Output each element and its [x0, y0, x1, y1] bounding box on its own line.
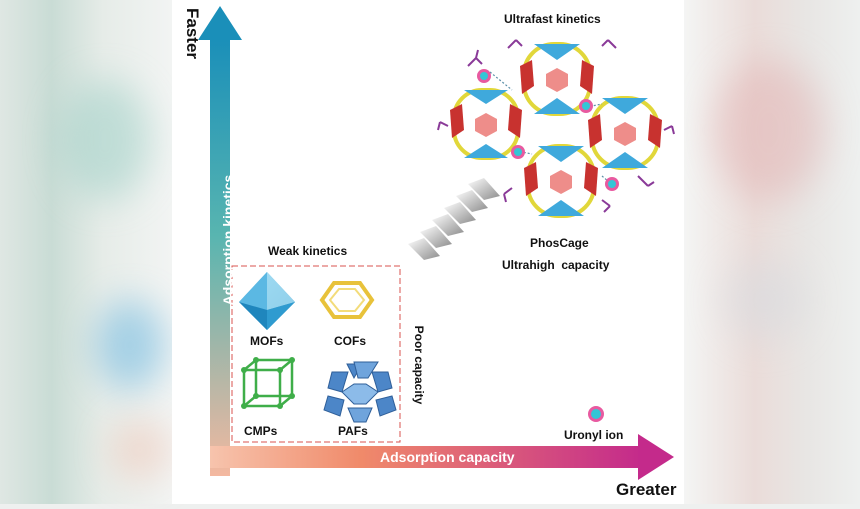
- mof-octahedron-icon: [239, 272, 295, 330]
- ultrafast-kinetics-title: Ultrafast kinetics: [504, 12, 601, 26]
- direction-chevrons-icon: [408, 178, 500, 260]
- cof-label: COFs: [334, 334, 367, 348]
- poor-capacity-label: Poor capacity: [412, 325, 426, 405]
- left-blur-background: [0, 0, 172, 504]
- cmp-label: CMPs: [244, 424, 278, 438]
- cof-hexagon-icon: [319, 281, 375, 319]
- figure-panel: Faster Adsorption kinetics Adsorption ca…: [172, 0, 684, 504]
- right-blur-background: [684, 0, 860, 504]
- cage-unit-icon: [520, 42, 594, 116]
- uranyl-ion-icon: [477, 69, 619, 191]
- x-axis-arrow: [210, 434, 674, 480]
- legend-uranyl-ion-icon: [588, 406, 604, 422]
- mof-label: MOFs: [250, 334, 284, 348]
- y-axis-arrow: [198, 6, 242, 476]
- ultrahigh-capacity-label: Ultrahigh capacity: [502, 258, 610, 272]
- cage-unit-icon: [588, 96, 662, 170]
- x-axis-label: Adsorption capacity: [380, 449, 515, 465]
- weak-kinetics-title: Weak kinetics: [268, 244, 348, 258]
- legend-uranyl-label: Uronyl ion: [564, 428, 624, 442]
- x-right-label: Greater: [616, 480, 677, 499]
- diagram-svg: [198, 6, 675, 480]
- paf-label: PAFs: [338, 424, 368, 438]
- phoscage-name: PhosCage: [530, 236, 589, 250]
- y-axis-label: Adsorption kinetics: [220, 174, 236, 306]
- cage-unit-icon: [524, 144, 598, 218]
- paf-framework-icon: [323, 361, 397, 423]
- y-top-label: Faster: [183, 8, 202, 60]
- weak-kinetics-box: [231, 265, 401, 443]
- phoscage-assembly-icon: [437, 39, 675, 218]
- cmp-cube-icon: [241, 357, 295, 409]
- cage-unit-icon: [450, 88, 522, 160]
